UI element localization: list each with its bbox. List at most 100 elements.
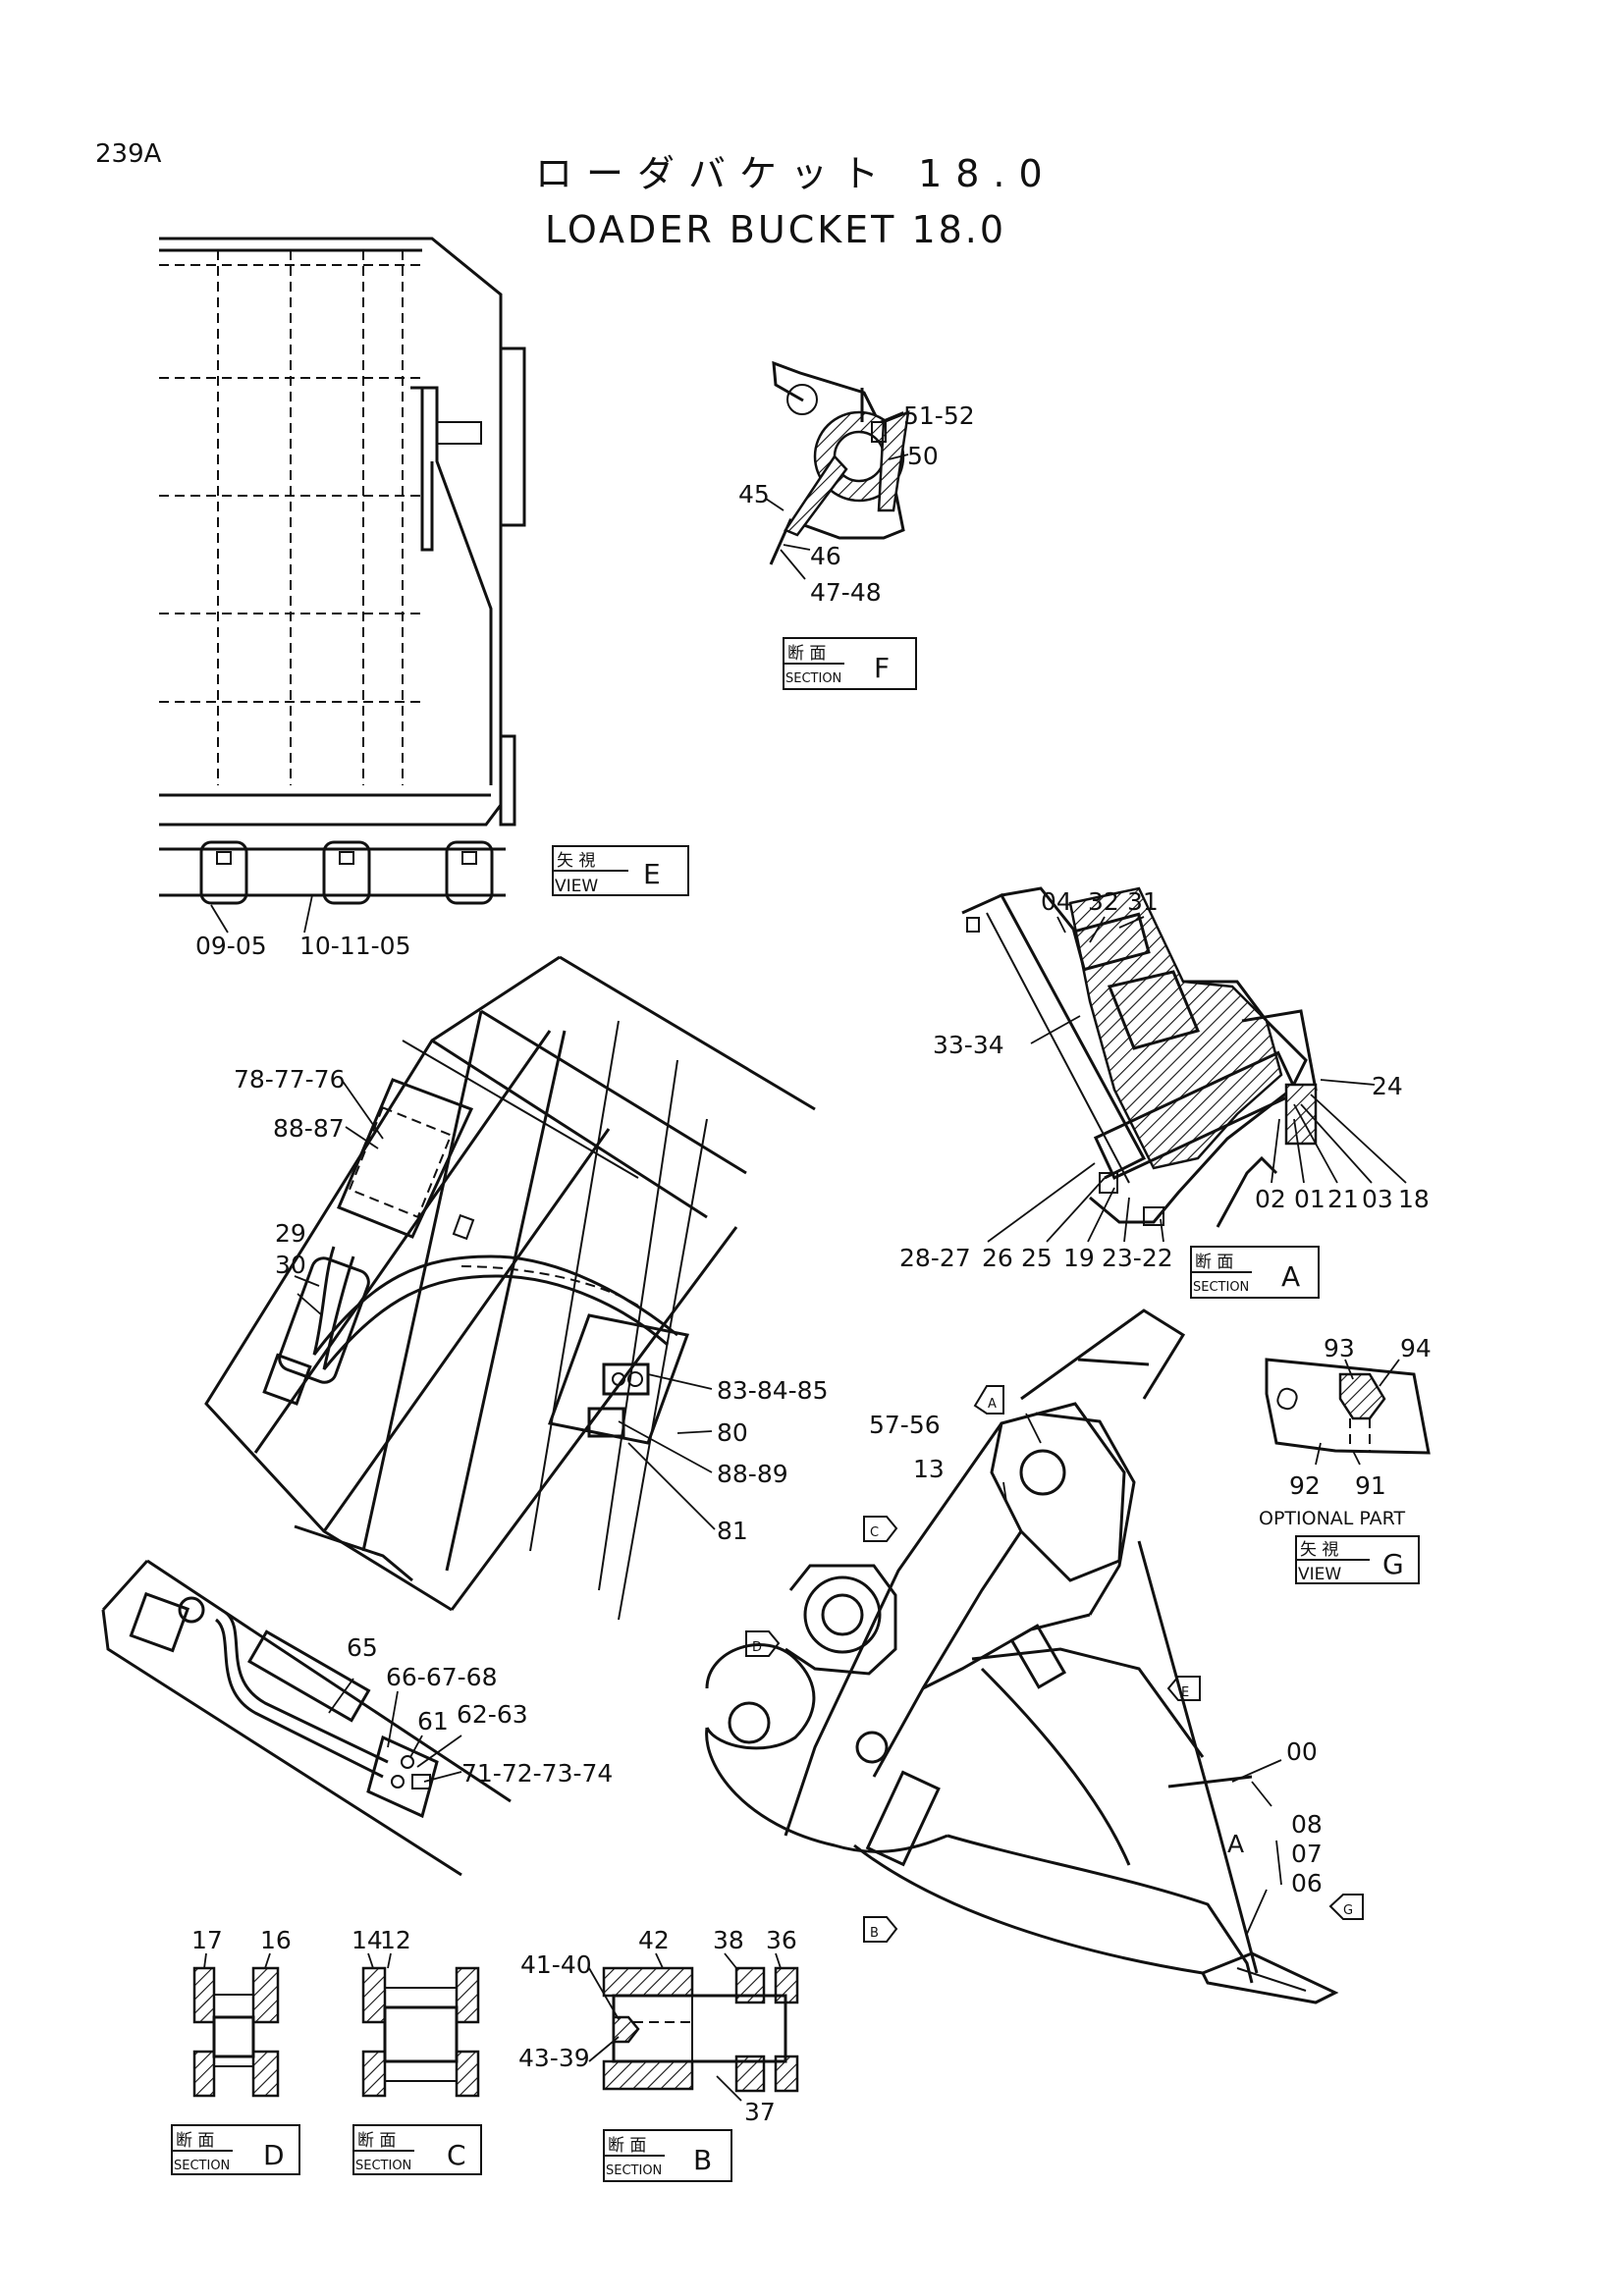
view-g-box: 矢 視 VIEW G bbox=[1295, 1535, 1420, 1584]
svg-text:SECTION: SECTION bbox=[174, 2159, 230, 2173]
svg-text:A: A bbox=[988, 1397, 997, 1412]
view-g-drawing bbox=[1265, 1358, 1431, 1466]
section-b-drawing bbox=[588, 1952, 799, 2102]
part-label-36: 36 bbox=[766, 1926, 797, 1954]
svg-text:VIEW: VIEW bbox=[1298, 1565, 1341, 1584]
svg-text:C: C bbox=[447, 2139, 466, 2171]
svg-text:B: B bbox=[870, 1926, 879, 1941]
title-english: LOADER BUCKET 18.0 bbox=[545, 208, 1006, 251]
part-label-31: 31 bbox=[1127, 887, 1159, 916]
svg-text:断 面: 断 面 bbox=[357, 2131, 396, 2151]
part-label-38: 38 bbox=[713, 1926, 744, 1954]
part-label-09-05: 09-05 bbox=[195, 932, 267, 960]
section-a-drawing bbox=[961, 886, 1407, 1243]
section-f-drawing bbox=[765, 360, 910, 580]
part-label-45: 45 bbox=[738, 480, 770, 508]
section-d-drawing bbox=[192, 1952, 280, 2098]
part-label-62-63: 62-63 bbox=[457, 1700, 528, 1729]
svg-text:A: A bbox=[1281, 1260, 1300, 1293]
section-f-box: 断 面 SECTION F bbox=[783, 637, 917, 690]
svg-text:矢 視: 矢 視 bbox=[1300, 1540, 1338, 1560]
view-e-drawing bbox=[159, 237, 526, 934]
part-label-26: 26 bbox=[982, 1244, 1013, 1272]
part-label-80: 80 bbox=[717, 1418, 748, 1447]
view-e-box: 矢 視 VIEW E bbox=[552, 845, 689, 896]
part-label-06: 06 bbox=[1291, 1869, 1323, 1897]
part-label-33-34: 33-34 bbox=[933, 1031, 1004, 1059]
part-label-08: 08 bbox=[1291, 1810, 1323, 1839]
hydraulic-detail-drawing bbox=[101, 1559, 512, 1877]
svg-text:SECTION: SECTION bbox=[355, 2159, 411, 2173]
part-label-18: 18 bbox=[1398, 1185, 1430, 1213]
svg-text:断 面: 断 面 bbox=[176, 2131, 214, 2151]
svg-text:断 面: 断 面 bbox=[608, 2136, 646, 2156]
part-label-00: 00 bbox=[1286, 1737, 1318, 1766]
svg-text:SECTION: SECTION bbox=[1193, 1280, 1249, 1295]
part-label-65: 65 bbox=[347, 1633, 378, 1662]
svg-text:E: E bbox=[1181, 1685, 1189, 1700]
marker-c: C bbox=[863, 1516, 898, 1542]
part-label-46: 46 bbox=[810, 542, 841, 570]
section-a-box: 断 面 SECTION A bbox=[1190, 1246, 1320, 1299]
part-label-41-40: 41-40 bbox=[520, 1950, 592, 1979]
marker-g: G bbox=[1328, 1894, 1364, 1920]
part-label-13: 13 bbox=[913, 1455, 945, 1483]
part-label-14: 14 bbox=[352, 1926, 383, 1954]
svg-text:SECTION: SECTION bbox=[606, 2163, 662, 2178]
svg-text:E: E bbox=[643, 858, 661, 890]
title-japanese: ローダバケット 18.0 bbox=[535, 152, 1056, 195]
part-label-91: 91 bbox=[1355, 1471, 1386, 1500]
part-label-21: 21 bbox=[1327, 1185, 1359, 1213]
part-label-57-56: 57-56 bbox=[869, 1411, 941, 1439]
svg-text:VIEW: VIEW bbox=[555, 877, 598, 896]
part-label-50: 50 bbox=[907, 442, 939, 470]
svg-text:B: B bbox=[693, 2144, 712, 2176]
svg-text:F: F bbox=[874, 652, 890, 684]
section-c-drawing bbox=[361, 1952, 480, 2098]
svg-text:断 面: 断 面 bbox=[787, 644, 826, 664]
part-label-47-48: 47-48 bbox=[810, 578, 882, 607]
part-label-23-22: 23-22 bbox=[1102, 1244, 1173, 1272]
svg-text:矢 視: 矢 視 bbox=[557, 851, 595, 871]
marker-e: E bbox=[1166, 1676, 1201, 1701]
section-line-label-a: A bbox=[1227, 1830, 1244, 1858]
part-label-32: 32 bbox=[1088, 887, 1119, 916]
section-b-box: 断 面 SECTION B bbox=[603, 2129, 732, 2182]
part-label-83-84-85: 83-84-85 bbox=[717, 1376, 828, 1405]
page-code: 239A bbox=[95, 139, 162, 169]
part-label-66-67-68: 66-67-68 bbox=[386, 1663, 497, 1691]
part-label-88-89: 88-89 bbox=[717, 1460, 788, 1488]
part-label-17: 17 bbox=[191, 1926, 223, 1954]
part-label-71-72-73-74: 71-72-73-74 bbox=[461, 1759, 613, 1788]
part-label-25: 25 bbox=[1021, 1244, 1053, 1272]
optional-part-label: OPTIONAL PART bbox=[1259, 1508, 1405, 1529]
rear-view-drawing bbox=[204, 955, 816, 1621]
part-label-42: 42 bbox=[638, 1926, 670, 1954]
svg-text:G: G bbox=[1382, 1548, 1404, 1580]
svg-text:C: C bbox=[870, 1525, 879, 1540]
part-label-37: 37 bbox=[744, 2098, 776, 2126]
svg-text:D: D bbox=[752, 1640, 762, 1655]
svg-text:SECTION: SECTION bbox=[785, 671, 841, 686]
svg-text:断 面: 断 面 bbox=[1195, 1253, 1233, 1272]
part-label-16: 16 bbox=[260, 1926, 292, 1954]
part-label-10-11-05: 10-11-05 bbox=[299, 932, 410, 960]
part-label-29: 29 bbox=[275, 1219, 306, 1248]
part-label-93: 93 bbox=[1324, 1334, 1355, 1362]
section-c-box: 断 面 SECTION C bbox=[352, 2124, 482, 2175]
bucket-side-view-drawing bbox=[705, 1308, 1339, 2004]
part-label-19: 19 bbox=[1063, 1244, 1095, 1272]
part-label-01: 01 bbox=[1294, 1185, 1325, 1213]
part-label-07: 07 bbox=[1291, 1840, 1323, 1868]
part-label-81: 81 bbox=[717, 1517, 748, 1545]
part-label-78-77-76: 78-77-76 bbox=[234, 1065, 345, 1094]
part-label-92: 92 bbox=[1289, 1471, 1321, 1500]
svg-text:G: G bbox=[1343, 1903, 1353, 1918]
part-label-43-39: 43-39 bbox=[518, 2044, 590, 2072]
part-label-02: 02 bbox=[1255, 1185, 1286, 1213]
part-label-51-52: 51-52 bbox=[903, 401, 975, 430]
marker-a: A bbox=[973, 1385, 1004, 1415]
part-label-88-87: 88-87 bbox=[273, 1114, 345, 1143]
part-label-24: 24 bbox=[1372, 1072, 1403, 1100]
